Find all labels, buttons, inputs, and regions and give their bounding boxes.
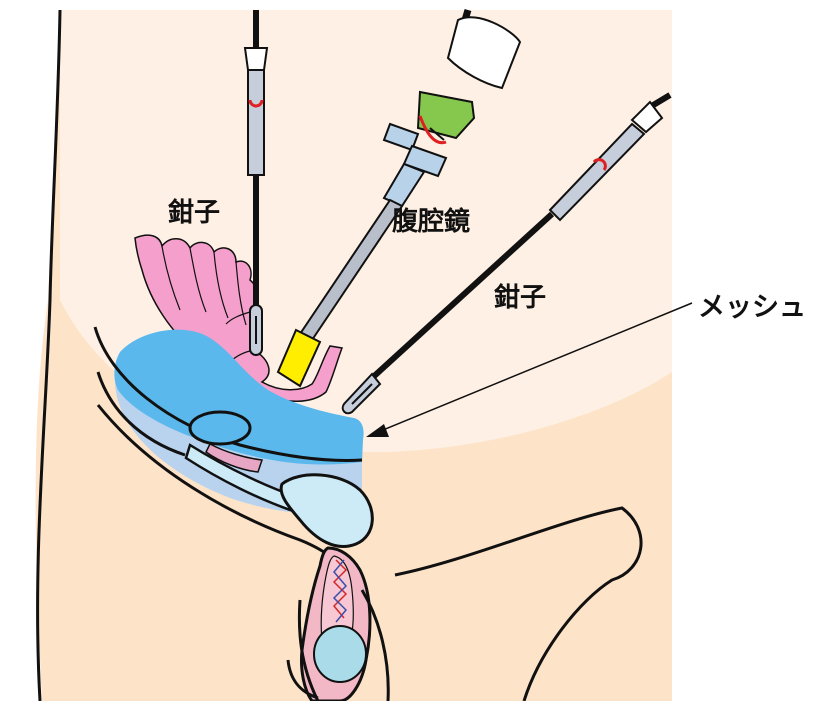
label-mesh: メッシュ — [698, 292, 806, 323]
testis — [314, 626, 366, 682]
label-forceps-right: 鉗子 — [494, 282, 546, 313]
label-forceps-left: 鉗子 — [168, 197, 220, 228]
internal-ring — [190, 412, 250, 444]
label-laparoscope: 腹腔鏡 — [391, 206, 470, 237]
